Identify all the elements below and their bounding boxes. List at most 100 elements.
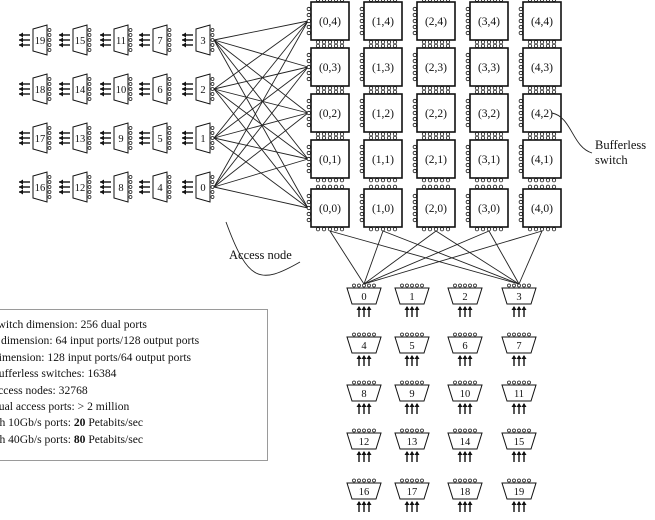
access-node: 3 bbox=[182, 24, 215, 56]
bufferless-switch: (0,0) bbox=[306, 184, 350, 232]
bufferless-switch: (4,2) bbox=[518, 89, 562, 137]
link bbox=[213, 158, 309, 188]
link bbox=[213, 20, 309, 90]
stats-text: access nodes: 32768 bbox=[0, 383, 88, 397]
link bbox=[213, 88, 309, 114]
switch-label: (4,2) bbox=[531, 108, 553, 120]
bufferless-switch: (2,0) bbox=[412, 184, 456, 232]
switch-label: (1,4) bbox=[372, 16, 394, 28]
access-node: 12 bbox=[59, 171, 92, 203]
bufferless-switch: (4,0) bbox=[518, 184, 562, 232]
access-node-label: Access node bbox=[229, 248, 292, 262]
access-node: 15 bbox=[59, 24, 92, 56]
access-node: 11 bbox=[100, 24, 133, 56]
stats-suffix: Petabits/sec bbox=[85, 416, 144, 430]
access-node-label: 4 bbox=[157, 183, 163, 194]
bufferless-label-line2: switch bbox=[595, 153, 628, 167]
bufferless-switch: (0,2) bbox=[306, 89, 350, 137]
access-node-label: 12 bbox=[75, 183, 86, 194]
stats-line: ith 40Gb/s ports: 80 Petabits/sec bbox=[0, 432, 267, 448]
access-node-pointer bbox=[225, 221, 301, 276]
access-node-label: 2 bbox=[200, 85, 205, 96]
access-node-label: 12 bbox=[359, 437, 370, 448]
access-node: 2 bbox=[182, 73, 215, 105]
access-node-label: 16 bbox=[359, 487, 370, 498]
link bbox=[435, 230, 520, 285]
access-node: 0 bbox=[182, 171, 215, 203]
link bbox=[213, 66, 309, 90]
bufferless-switch: (1,0) bbox=[359, 184, 403, 232]
access-node: 13 bbox=[59, 122, 92, 154]
link bbox=[213, 112, 309, 188]
access-node: 4 bbox=[139, 171, 172, 203]
access-node-label: 4 bbox=[361, 341, 367, 352]
bufferless-switch: (3,2) bbox=[465, 89, 509, 137]
link bbox=[363, 230, 384, 285]
switch-label: (1,0) bbox=[372, 203, 394, 215]
access-node-label: 14 bbox=[75, 85, 86, 96]
access-node: 6 bbox=[139, 73, 172, 105]
access-node: 5 bbox=[139, 122, 172, 154]
access-node-label: 15 bbox=[75, 36, 86, 47]
stats-text: ith 40Gb/s ports: bbox=[0, 432, 74, 446]
access-node: 13 bbox=[394, 428, 430, 462]
access-node: 14 bbox=[447, 428, 483, 462]
access-node-label: 5 bbox=[157, 134, 162, 145]
access-node-label: 9 bbox=[118, 134, 123, 145]
access-node-label: 8 bbox=[361, 389, 366, 400]
access-node: 10 bbox=[100, 73, 133, 105]
switch-label: (3,4) bbox=[478, 16, 500, 28]
stats-line: switch dimension: 256 dual ports bbox=[0, 317, 267, 333]
switch-label: (4,4) bbox=[531, 16, 553, 28]
bufferless-switch: (2,1) bbox=[412, 135, 456, 183]
access-node: 1 bbox=[394, 283, 430, 317]
bufferless-switch: (0,4) bbox=[306, 0, 350, 45]
access-node: 8 bbox=[100, 171, 133, 203]
stats-line: e dimension: 64 input ports/128 output p… bbox=[0, 333, 267, 349]
stats-text: dual access ports: > 2 million bbox=[0, 400, 130, 414]
switch-label: (3,0) bbox=[478, 203, 500, 215]
bufferless-switch: (3,4) bbox=[465, 0, 509, 45]
stats-text: bufferless switches: 16384 bbox=[0, 367, 117, 381]
link bbox=[213, 112, 309, 139]
link bbox=[518, 230, 543, 285]
bufferless-switch: (1,2) bbox=[359, 89, 403, 137]
stats-line: ith 10Gb/s ports: 20 Petabits/sec bbox=[0, 415, 267, 431]
switch-label: (0,3) bbox=[319, 62, 341, 74]
access-node-label: 5 bbox=[409, 341, 414, 352]
bufferless-switch-pointer bbox=[551, 112, 593, 154]
link bbox=[363, 230, 437, 285]
link bbox=[329, 230, 365, 285]
link bbox=[382, 230, 520, 285]
access-node-label: 10 bbox=[460, 389, 471, 400]
access-node-label: 10 bbox=[116, 85, 127, 96]
access-node: 17 bbox=[394, 478, 430, 512]
access-node-label: 14 bbox=[460, 437, 471, 448]
switch-label: (0,1) bbox=[319, 154, 341, 166]
bufferless-switch: (3,0) bbox=[465, 184, 509, 232]
link bbox=[363, 230, 490, 285]
link bbox=[213, 137, 309, 160]
bufferless-switch: (0,3) bbox=[306, 43, 350, 91]
access-node-label: 6 bbox=[462, 341, 467, 352]
access-node-label: 0 bbox=[361, 292, 366, 303]
link bbox=[213, 186, 309, 209]
stats-line: bufferless switches: 16384 bbox=[0, 366, 267, 382]
switch-label: (4,3) bbox=[531, 62, 553, 74]
access-node: 1 bbox=[182, 122, 215, 154]
access-node-label: 3 bbox=[200, 36, 205, 47]
access-node: 8 bbox=[346, 380, 382, 414]
switch-label: (2,1) bbox=[425, 154, 447, 166]
access-node-label: 1 bbox=[200, 134, 205, 145]
access-node-label: 18 bbox=[460, 487, 471, 498]
bufferless-switch: (3,1) bbox=[465, 135, 509, 183]
access-node: 10 bbox=[447, 380, 483, 414]
switch-label: (0,0) bbox=[319, 203, 341, 215]
switch-grid: (0,4)(1,4)(2,4)(3,4)(4,4)(0,3)(1,3)(2,3)… bbox=[306, 0, 562, 232]
link bbox=[213, 39, 309, 160]
stats-bold-value: 80 bbox=[73, 432, 86, 446]
access-node: 19 bbox=[501, 478, 537, 512]
switch-label: (2,2) bbox=[425, 108, 447, 120]
